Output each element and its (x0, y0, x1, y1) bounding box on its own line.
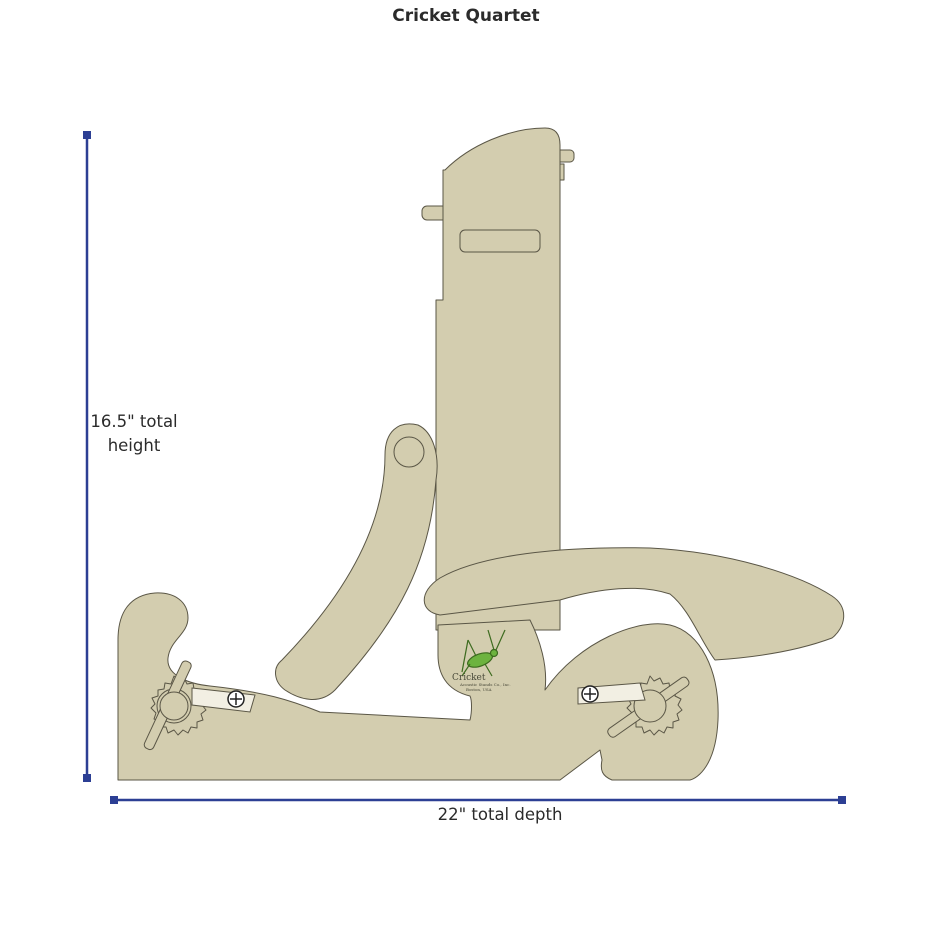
upright-slot (459, 229, 541, 253)
page-title: Cricket Quartet (392, 6, 540, 26)
cricket-icon (461, 629, 506, 677)
upright-panel (435, 127, 561, 631)
right-screw-slot (577, 682, 646, 705)
logo-name: Cricket (452, 673, 486, 683)
height-dimension-line (83, 131, 91, 782)
cricket-logo: Cricket Acoustic Stands Co., Inc. Boston… (452, 629, 511, 692)
right-knob[interactable] (606, 675, 690, 739)
neck-arm-hole (393, 436, 425, 468)
base-panel (117, 592, 719, 781)
height-label: 16.5" total height (82, 410, 186, 458)
height-label-line2: height (107, 436, 161, 455)
depth-label: 22" total depth (437, 805, 563, 824)
logo-line3: Boston, USA (466, 687, 492, 692)
height-label-line1: 16.5" total (90, 412, 178, 431)
logo-line2: Acoustic Stands Co., Inc. (459, 682, 511, 687)
left-screw-slot (191, 687, 256, 713)
depth-dimension-line (110, 796, 846, 804)
neck-arm (275, 423, 438, 700)
rest-arm (423, 547, 845, 661)
